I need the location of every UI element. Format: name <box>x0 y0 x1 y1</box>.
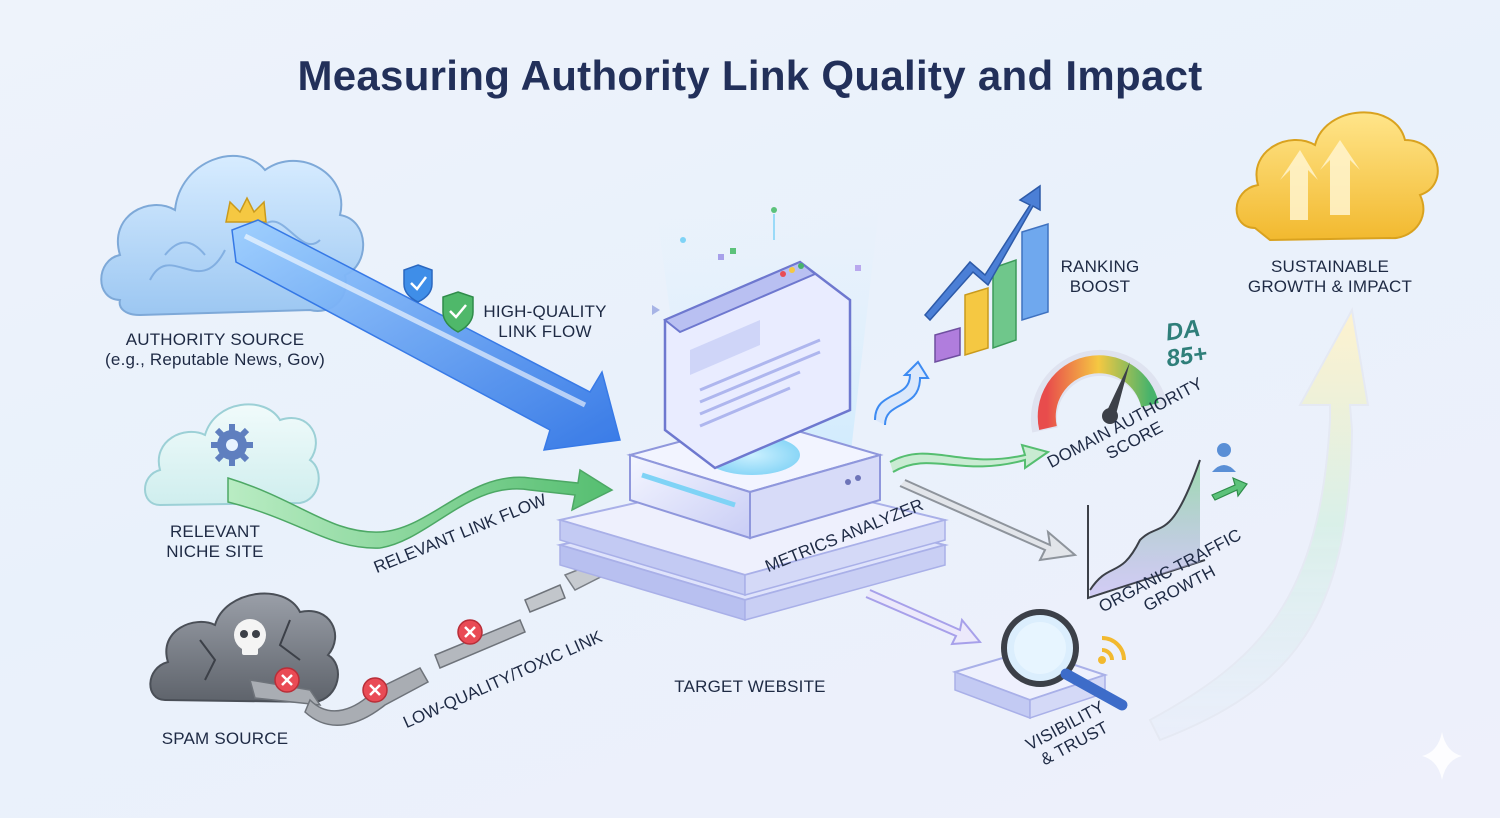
sparkle-icon <box>1422 732 1462 780</box>
metrics-analyzer-box <box>626 418 884 540</box>
magnifier-icon <box>1001 609 1128 711</box>
ranking-bar-chart <box>934 222 1049 363</box>
sustainable-growth-label: SUSTAINABLE GROWTH & IMPACT <box>1230 257 1430 297</box>
connector-visibility <box>865 589 982 646</box>
gauge-icon <box>1030 349 1168 433</box>
shield-check-icon <box>403 264 433 303</box>
connector-ranking <box>874 360 930 426</box>
da-badge: DA 85+ <box>1152 314 1219 374</box>
wifi-icon <box>1098 636 1126 664</box>
authority-source-title: AUTHORITY SOURCE <box>125 330 305 349</box>
browser-window-icon <box>663 260 852 470</box>
authority-source-label: AUTHORITY SOURCE (e.g., Reputable News, … <box>95 330 335 370</box>
relevant-cloud <box>144 403 320 507</box>
skull-icon <box>234 619 266 655</box>
relevant-niche-line2: NICHE SITE <box>166 542 264 561</box>
x-circle-icon <box>457 619 483 645</box>
sustainable-growth-line1: SUSTAINABLE <box>1270 257 1390 276</box>
high-quality-flow-label: HIGH-QUALITY LINK FLOW <box>460 302 630 342</box>
high-quality-flow-line1: HIGH-QUALITY <box>483 302 607 321</box>
trend-arrow-icon <box>923 184 1041 322</box>
connector-traffic <box>899 479 1078 562</box>
x-circle-icon <box>274 667 300 693</box>
floating-particles <box>652 207 861 315</box>
ranking-boost-line2: BOOST <box>1069 277 1131 296</box>
authority-source-subtitle: (e.g., Reputable News, Gov) <box>105 350 325 369</box>
relevant-niche-line1: RELEVANT <box>169 522 261 541</box>
connector-domain-authority <box>889 443 1051 473</box>
crown-icon <box>225 196 267 223</box>
traffic-chart <box>1087 459 1206 600</box>
page-title: Measuring Authority Link Quality and Imp… <box>297 52 1203 99</box>
ranking-boost-label: RANKING BOOST <box>1052 257 1148 297</box>
spam-cloud <box>149 592 339 704</box>
x-circle-icon <box>362 677 388 703</box>
relevant-niche-label: RELEVANT NICHE SITE <box>130 522 300 562</box>
high-quality-flow-line2: LINK FLOW <box>498 322 592 341</box>
spam-source-label: SPAM SOURCE <box>161 729 289 748</box>
gear-icon <box>211 424 253 466</box>
ranking-boost-line1: RANKING <box>1060 257 1140 276</box>
growth-arrow-icon <box>1211 476 1248 501</box>
target-website-label: TARGET WEBSITE <box>674 677 826 696</box>
sustainable-growth-arrow <box>1148 306 1370 742</box>
user-icon <box>1212 443 1236 472</box>
gold-cloud <box>1235 111 1439 242</box>
sustainable-growth-line2: GROWTH & IMPACT <box>1247 277 1413 296</box>
shield-check-icon <box>442 291 474 333</box>
relevant-arrow <box>227 468 614 549</box>
